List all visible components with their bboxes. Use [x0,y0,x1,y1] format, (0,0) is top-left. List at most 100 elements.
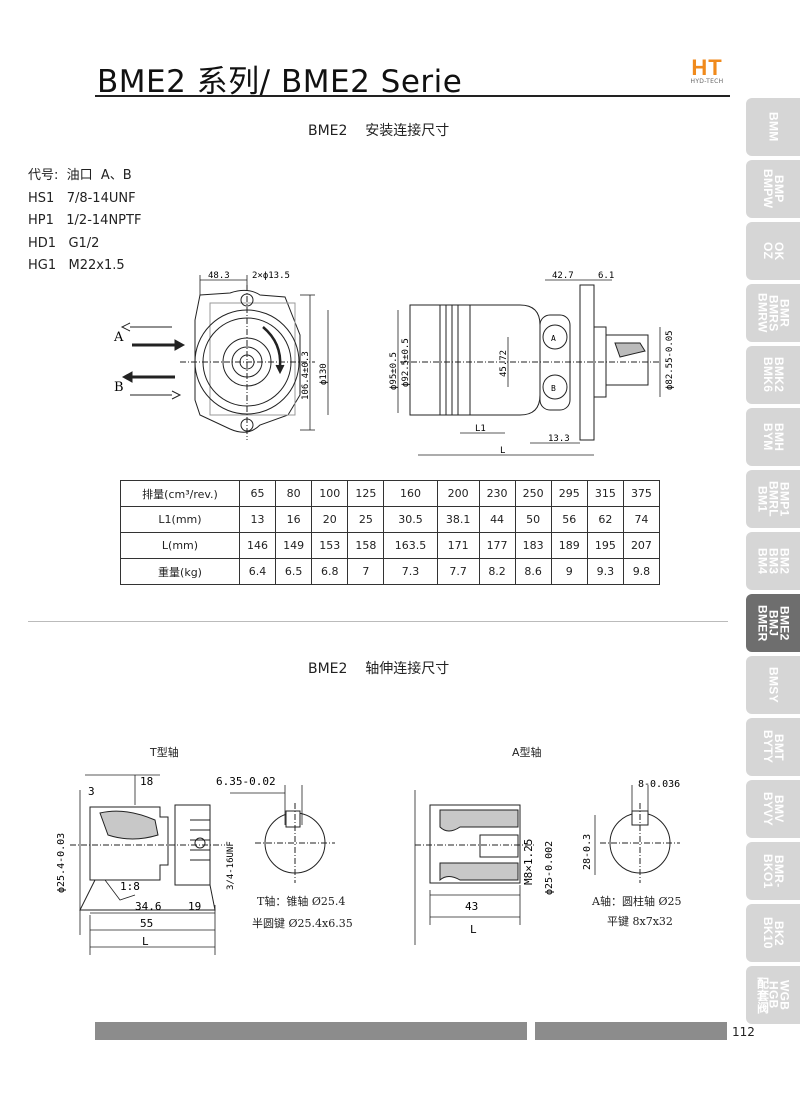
table-cell: 158 [347,532,385,559]
table-cell: 149 [275,532,313,559]
tab-label: BMV BYVY [761,792,786,826]
tab-label: BMR BMRS BMRW [755,293,792,333]
table-row: 排量(cm³/rev.) 65 80 100 125 160 200 230 2… [120,480,661,507]
section-title-mounting: BME2 安装连接尺寸 [308,123,450,139]
port-a-label: A [113,330,124,345]
table-cell: 65 [238,480,277,507]
tab-bmp-bmpw[interactable]: BMP BMPW [746,160,800,218]
logo-subtext: HYD-TECH [690,78,724,85]
tab-label: BMM [766,112,781,142]
dim-8: 8-0.036 [638,779,680,790]
mounting-drawing: A B 48.3 2×ϕ13.5 106.4±0.3 ϕ130 [113,271,675,456]
a-shaft-label: A型轴 [512,746,542,759]
table-cell: 8.6 [514,558,552,585]
dim-82-55: ϕ82.55-0.05 [665,330,675,390]
dim-45-72: 45.72 [499,350,509,377]
table-cell: 38.1 [436,506,480,533]
table-cell: 153 [311,532,349,559]
tab-label: BM2 BM3 BM4 [755,547,792,575]
tab-wgb-hgb[interactable]: WGB HGB 配套阀 [746,966,800,1024]
tab-label: BMSY [766,667,781,703]
t-shaft-label: T型轴 [150,746,179,759]
table-cell: 56 [550,506,588,533]
tab-bmk2-bmk6[interactable]: BMK2 BMK6 [746,346,800,404]
tab-bmt-byty[interactable]: BMT BYTY [746,718,800,776]
table-cell: 160 [383,480,438,507]
port-arrows [120,322,186,400]
footer-bar-right [535,1022,727,1040]
dim-13-3: 13.3 [548,434,570,444]
spec-table: 排量(cm³/rev.) 65 80 100 125 160 200 230 2… [120,480,661,585]
tab-label: BMR- BKO1 [761,853,786,889]
dim-L-t: L [142,935,149,948]
brand-logo: HT HYD-TECH [685,55,729,86]
tab-label: BK2 BK10 [761,917,786,949]
t-shaft-body [70,803,335,911]
table-row: L(mm) 146 149 153 158 163.5 171 177 183 … [120,532,661,559]
side-dimensions [397,279,661,456]
table-cell: 200 [436,480,480,507]
tab-label: BMP BMPW [761,169,786,209]
table-cell: 74 [622,506,661,533]
code-line: HD1 G1/2 [28,235,100,251]
t-shaft-dimensions [79,774,303,955]
dim-taper: 1:8 [120,880,140,893]
section-title-shaft: BME2 轴伸连接尺寸 [308,661,450,677]
dim-43: 43 [465,900,478,913]
tab-bmh-bym[interactable]: BMH BYM [746,408,800,466]
table-row: 重量(kg) 6.4 6.5 6.8 7 7.3 7.7 8.2 8.6 9 9… [120,558,661,585]
table-cell: 6.4 [238,558,277,585]
table-cell: 177 [478,532,516,559]
tab-bmr[interactable]: BMR BMRS BMRW [746,284,800,342]
table-cell: 7.7 [436,558,480,585]
motor-side-view [400,284,660,441]
footer-bar-left [95,1022,527,1040]
tab-bme2-active[interactable]: BME2 BMJ BMER [746,594,800,652]
dim-18: 18 [140,775,153,788]
tab-bk2-bk10[interactable]: BK2 BK10 [746,904,800,962]
a-shaft-caption-1: A轴：圆柱轴 Ø25 [592,895,682,908]
t-shaft-drawing: 3 18 ϕ25.4-0.03 6.35-0.02 3/4-16UNF 1:8 … [56,774,335,955]
table-cell: 20 [311,506,349,533]
table-cell: 25 [347,506,385,533]
table-cell: 6.5 [275,558,313,585]
table-cell: 8.2 [478,558,516,585]
dim-L1: L1 [475,424,486,434]
dim-55: 55 [140,917,153,930]
front-dimensions [199,275,329,431]
section-divider [28,621,728,622]
table-cell: 9.8 [622,558,661,585]
dim-19: 19 [188,900,201,913]
tab-bmr-bko1[interactable]: BMR- BKO1 [746,842,800,900]
dim-25: ϕ25-0.002 [544,841,555,895]
tab-bm2-bm3-bm4[interactable]: BM2 BM3 BM4 [746,532,800,590]
tab-bmm[interactable]: BMM [746,98,800,156]
code-line: HS1 7/8-14UNF [28,190,136,206]
dim-2x13-5: 2×ϕ13.5 [252,271,290,281]
table-cell: 375 [622,480,661,507]
dim-28: 28-0.3 [582,834,593,870]
table-cell: 7.3 [383,558,438,585]
row-label: 排量(cm³/rev.) [120,480,240,507]
tab-bmp1[interactable]: BMP1 BMRL BM1 [746,470,800,528]
table-cell: 171 [436,532,480,559]
row-label: 重量(kg) [120,558,240,585]
t-shaft-caption-2: 半圆键 Ø25.4x6.35 [252,917,353,930]
table-cell: 207 [622,532,661,559]
dim-6-35: 6.35-0.02 [216,775,276,788]
table-cell: 16 [275,506,313,533]
table-cell: 125 [347,480,385,507]
table-cell: 100 [311,480,349,507]
table-cell: 189 [550,532,588,559]
dim-130: ϕ130 [319,363,329,385]
tab-label: BME2 BMJ BMER [755,604,792,642]
a-shaft-dimensions [414,785,649,945]
table-row: L1(mm) 13 16 20 25 30.5 38.1 44 50 56 62… [120,506,661,533]
tab-bmsy[interactable]: BMSY [746,656,800,714]
tab-ok-oz[interactable]: OK OZ [746,222,800,280]
table-cell: 146 [238,532,277,559]
tab-bmv-byvy[interactable]: BMV BYVY [746,780,800,838]
t-shaft-caption-1: T轴：锥轴 Ø25.4 [257,895,346,908]
port-b-small-label: B [551,384,556,393]
logo-text: HT [691,55,723,80]
